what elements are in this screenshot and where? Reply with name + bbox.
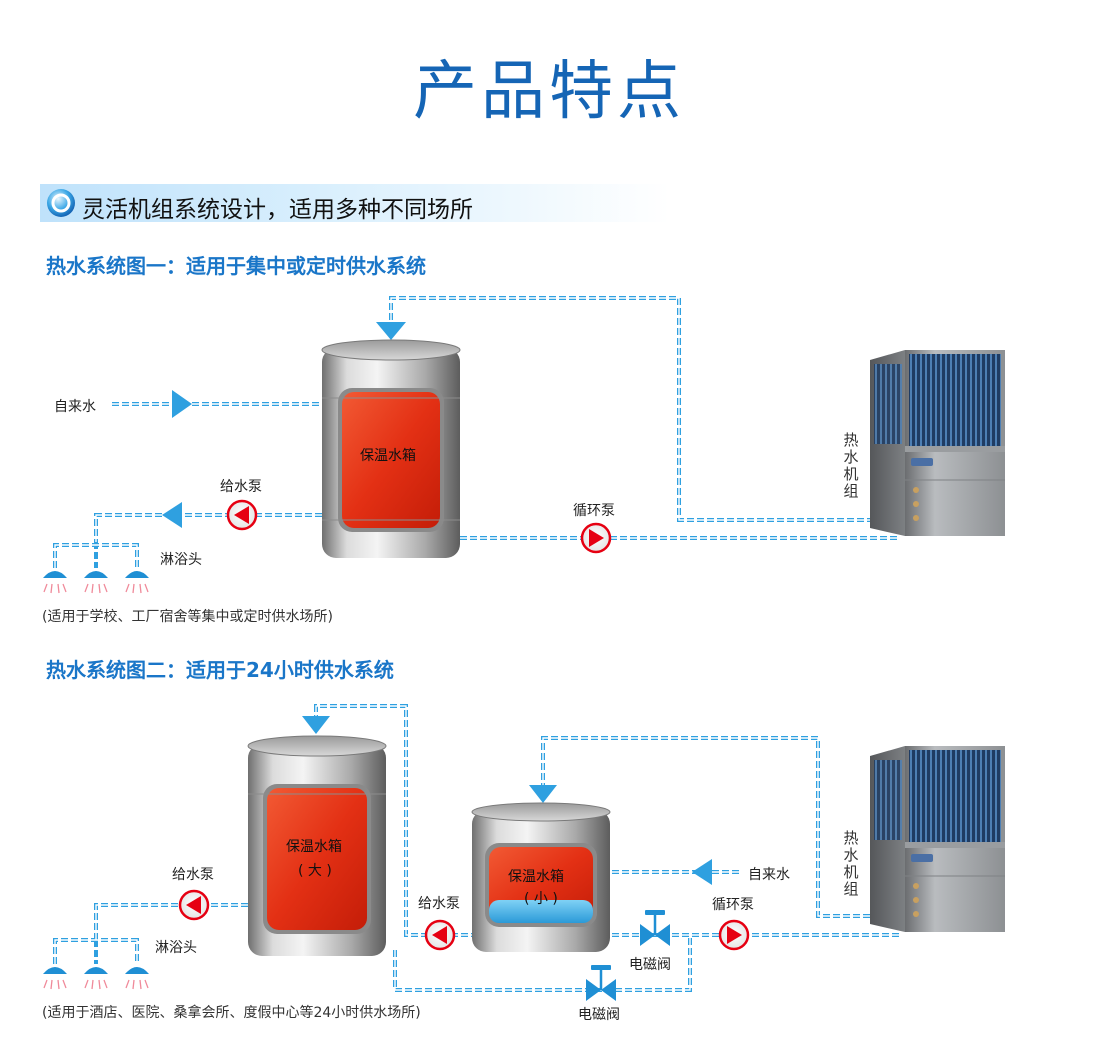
shower-heads: [43, 571, 149, 594]
arrow-down-icon: [376, 322, 406, 340]
supply-pump-icon: [226, 499, 258, 531]
supply-pump-left-icon: [178, 889, 210, 921]
heat-pump-unit: [870, 350, 1005, 536]
insulated-tank-large: [247, 735, 387, 956]
shower-heads: [43, 967, 149, 990]
circulation-pump-icon: [718, 919, 750, 951]
system2-title: 热水系统图二：适用于24小时供水系统: [46, 658, 394, 682]
arrow-left-icon: [162, 502, 182, 528]
shower-label: 淋浴头: [155, 940, 197, 956]
solenoid-valve-top-icon: [640, 910, 670, 946]
arrow-down-icon: [529, 785, 557, 803]
small-tank-label: 保温水箱: [508, 869, 564, 885]
tap-water-label: 自来水: [748, 867, 790, 883]
insulated-tank-small: [471, 802, 611, 952]
heat-pump-unit-label: 热水机组: [843, 431, 859, 500]
arrow-right-icon: [172, 390, 192, 418]
insulated-tank: [321, 339, 461, 558]
large-tank-sub-label: ( 大 ): [298, 863, 332, 879]
solenoid-valve-top-label: 电磁阀: [629, 957, 671, 973]
arrow-left-icon: [692, 859, 712, 885]
supply-pump-label: 给水泵: [220, 479, 262, 495]
large-tank-label: 保温水箱: [286, 839, 342, 855]
solenoid-valve-bottom-icon: [586, 965, 616, 1001]
arrow-down-icon: [302, 716, 330, 734]
circulation-pump-label: 循环泵: [712, 897, 754, 913]
heat-pump-unit: [870, 746, 1005, 932]
circulation-pump-icon: [580, 522, 612, 554]
heat-pump-unit-label: 热水机组: [843, 829, 859, 898]
banner-text: 灵活机组系统设计，适用多种不同场所: [82, 197, 473, 223]
supply-pump-mid-label: 给水泵: [418, 896, 460, 912]
circulation-pump-label: 循环泵: [573, 503, 615, 519]
tank-label: 保温水箱: [360, 448, 416, 464]
supply-pump-left-label: 给水泵: [172, 867, 214, 883]
system2-note: (适用于酒店、医院、桑拿会所、度假中心等24小时供水场所): [42, 1005, 421, 1021]
supply-pump-mid-icon: [424, 919, 456, 951]
feature-banner: [40, 184, 670, 222]
system1-note: (适用于学校、工厂宿舍等集中或定时供水场所): [42, 609, 333, 625]
page-title: 产品特点: [413, 55, 685, 129]
system1-title: 热水系统图一：适用于集中或定时供水系统: [46, 254, 426, 278]
small-tank-sub-label: ( 小 ): [524, 891, 558, 907]
circle-bullet-icon: [47, 189, 75, 217]
tap-water-label: 自来水: [54, 399, 96, 415]
solenoid-valve-bottom-label: 电磁阀: [578, 1007, 620, 1023]
shower-label: 淋浴头: [160, 552, 202, 568]
